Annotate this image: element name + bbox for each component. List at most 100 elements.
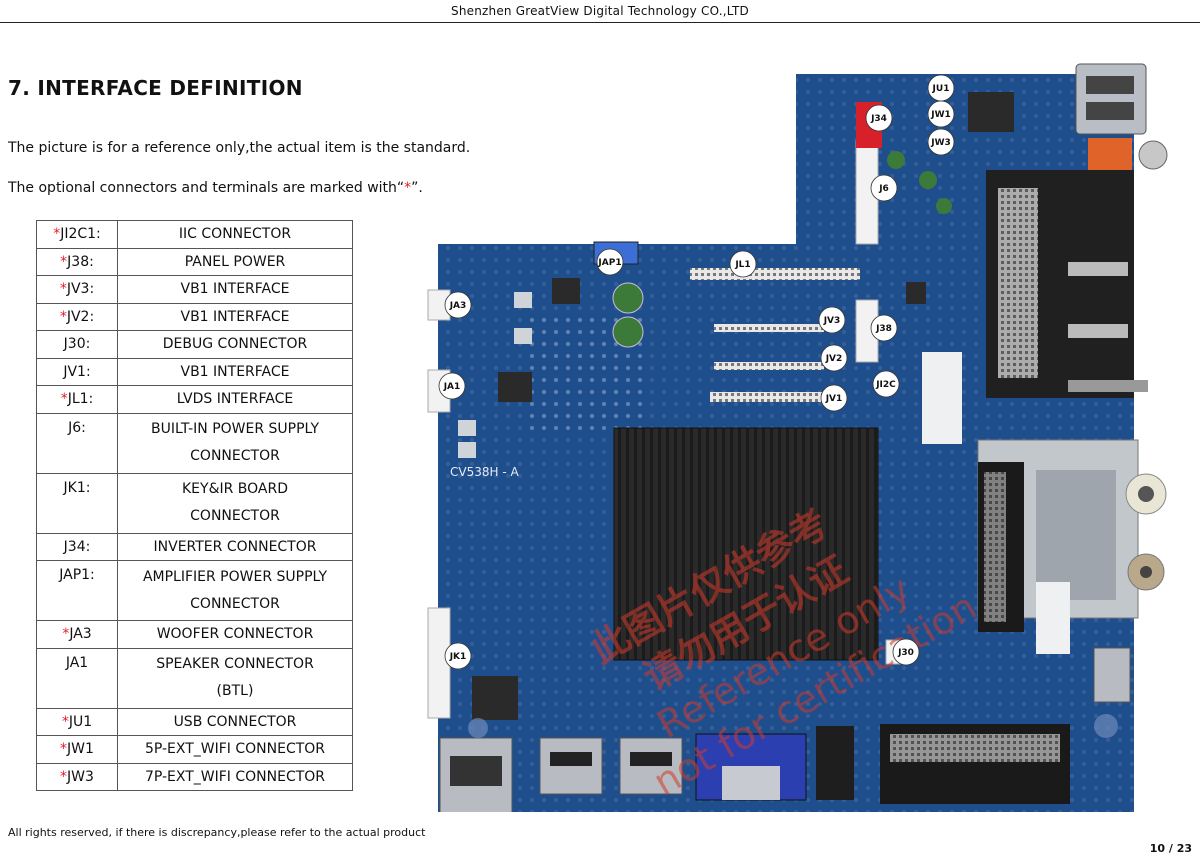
table-row: J30:DEBUG CONNECTOR: [36, 330, 353, 359]
connector-description-cell: BUILT-IN POWER SUPPLY CONNECTOR: [117, 412, 353, 474]
connector-description: SPEAKER CONNECTOR: [156, 656, 314, 672]
connector-code: JL1:: [67, 391, 94, 408]
connector-description: USB CONNECTOR: [173, 713, 297, 730]
optional-marker: *: [61, 713, 69, 730]
board-label-jv1: JV1: [820, 384, 848, 412]
connector-code-cell: *JW1: [36, 735, 118, 764]
board-label-jv2: JV2: [820, 344, 848, 372]
footer-rights: All rights reserved, if there is discrep…: [8, 826, 426, 839]
optional-star: *: [404, 180, 412, 196]
optional-note-suffix: ”.: [411, 180, 423, 196]
connector-code-cell: *JU1: [36, 707, 118, 736]
jv1-connector: [710, 392, 828, 402]
board-label-text: JL1: [734, 260, 750, 270]
connector-description: CONNECTOR: [190, 508, 280, 524]
connector-code-cell: J6:: [36, 412, 118, 474]
connector-description: VB1 INTERFACE: [180, 308, 290, 325]
board-label-jk1: JK1: [444, 642, 472, 670]
connector-description: 7P-EXT_WIFI CONNECTOR: [144, 768, 326, 785]
connector-description-cell: VB1 INTERFACE: [117, 302, 353, 331]
table-row: *JV3: VB1 INTERFACE: [36, 275, 353, 304]
connector-code-cell: JK1:: [36, 472, 118, 534]
connector-code-cell: *JA3: [36, 620, 118, 649]
board-label-text: J6: [878, 184, 889, 194]
table-row: JV1: VB1 INTERFACE: [36, 357, 353, 386]
optional-marker: *: [62, 626, 70, 643]
connector-description-cell: WOOFER CONNECTOR: [117, 620, 353, 649]
connector-description: VB1 INTERFACE: [180, 363, 290, 380]
connector-code: JW1: [67, 741, 94, 758]
connector-description-cell: VB1 INTERFACE: [117, 357, 353, 386]
board-label-text: JW3: [930, 138, 951, 148]
connector-description: CONNECTOR: [190, 595, 280, 612]
board-label-jw1: JW1: [927, 100, 955, 128]
connector-table: *JI2C1:IIC CONNECTOR*J38:PANEL POWER*JV3…: [36, 220, 353, 791]
optional-marker: *: [60, 768, 68, 785]
connector-description: WOOFER CONNECTOR: [156, 626, 314, 643]
board-label-ji2c: JI2C: [872, 370, 900, 398]
table-row: *J38:PANEL POWER: [36, 247, 353, 276]
company-name: Shenzhen GreatView Digital Technology CO…: [451, 4, 749, 18]
board-label-text: J30: [897, 648, 914, 658]
connector-code-cell: *JV3:: [36, 275, 118, 304]
board-label-text: JA1: [443, 382, 461, 392]
optional-note-prefix: The optional connectors and terminals ar…: [8, 180, 405, 196]
optional-marker: *: [60, 741, 68, 758]
connector-description-cell: 7P-EXT_WIFI CONNECTOR: [117, 762, 353, 791]
board-label-j6: J6: [870, 174, 898, 202]
audio-jack: [816, 726, 854, 800]
optional-marker: *: [60, 253, 68, 270]
board-label-j34: J34: [865, 104, 893, 132]
connector-description-cell: SPEAKER CONNECTOR (BTL): [117, 647, 353, 709]
connector-code-cell: J34:: [36, 532, 118, 561]
table-row: J6: BUILT-IN POWER SUPPLY CONNECTOR: [36, 412, 353, 474]
connector-code-cell: JAP1:: [36, 560, 118, 621]
connector-code-cell: *J38:: [36, 247, 118, 276]
connector-description: IIC CONNECTOR: [178, 226, 292, 243]
connector-description-cell: INVERTER CONNECTOR: [117, 532, 353, 561]
board-label-ja1: JA1: [438, 372, 466, 400]
connector-description: CONNECTOR: [190, 448, 280, 464]
optional-marker: *: [59, 308, 67, 325]
connector-code: JU1: [68, 713, 93, 730]
board-label-text: JA3: [449, 301, 467, 311]
optional-note: The optional connectors and terminals ar…: [8, 180, 423, 196]
connector-description: (BTL): [216, 683, 254, 699]
rca-jack-orange: [1088, 138, 1132, 172]
connector-code: J38:: [67, 253, 94, 270]
board-label-jl1: JL1: [729, 250, 757, 278]
board-label-text: JV1: [825, 394, 843, 404]
connector-code: JA1: [65, 654, 89, 671]
board-label-jv3: JV3: [818, 306, 846, 334]
connector-code-cell: JV1:: [36, 357, 118, 386]
optional-marker: *: [59, 281, 67, 298]
board-label-text: JAP1: [597, 258, 621, 268]
connector-description: AMPLIFIER POWER SUPPLY: [142, 568, 328, 585]
board-label-text: JV3: [823, 316, 841, 326]
board-label-ja3: JA3: [444, 291, 472, 319]
page-number: 10 / 23: [1149, 842, 1192, 855]
connector-description: VB1 INTERFACE: [180, 281, 290, 298]
board-label-text: J38: [875, 324, 892, 334]
board-label-j30: J30: [892, 638, 920, 666]
connector-description-cell: IIC CONNECTOR: [117, 220, 353, 249]
table-row: *JU1 USB CONNECTOR: [36, 707, 353, 736]
connector-description: BUILT-IN POWER SUPPLY: [150, 421, 320, 437]
connector-code: JI2C1:: [60, 226, 101, 243]
connector-description-cell: VB1 INTERFACE: [117, 275, 353, 304]
connector-code: JAP1:: [59, 567, 95, 583]
jv2-connector: [714, 362, 824, 370]
connector-code: JV2:: [66, 308, 95, 325]
connector-description-cell: LVDS INTERFACE: [117, 385, 353, 414]
connector-code-cell: *JL1:: [36, 385, 118, 414]
optional-marker: *: [53, 226, 61, 243]
connector-code-cell: JA1: [36, 647, 118, 709]
connector-description-cell: 5P-EXT_WIFI CONNECTOR: [117, 735, 353, 764]
board-label-text: JV2: [825, 354, 843, 364]
connector-description: LVDS INTERFACE: [176, 391, 294, 408]
board-label-text: JW1: [930, 110, 951, 120]
connector-code-cell: *JI2C1:: [36, 220, 118, 249]
